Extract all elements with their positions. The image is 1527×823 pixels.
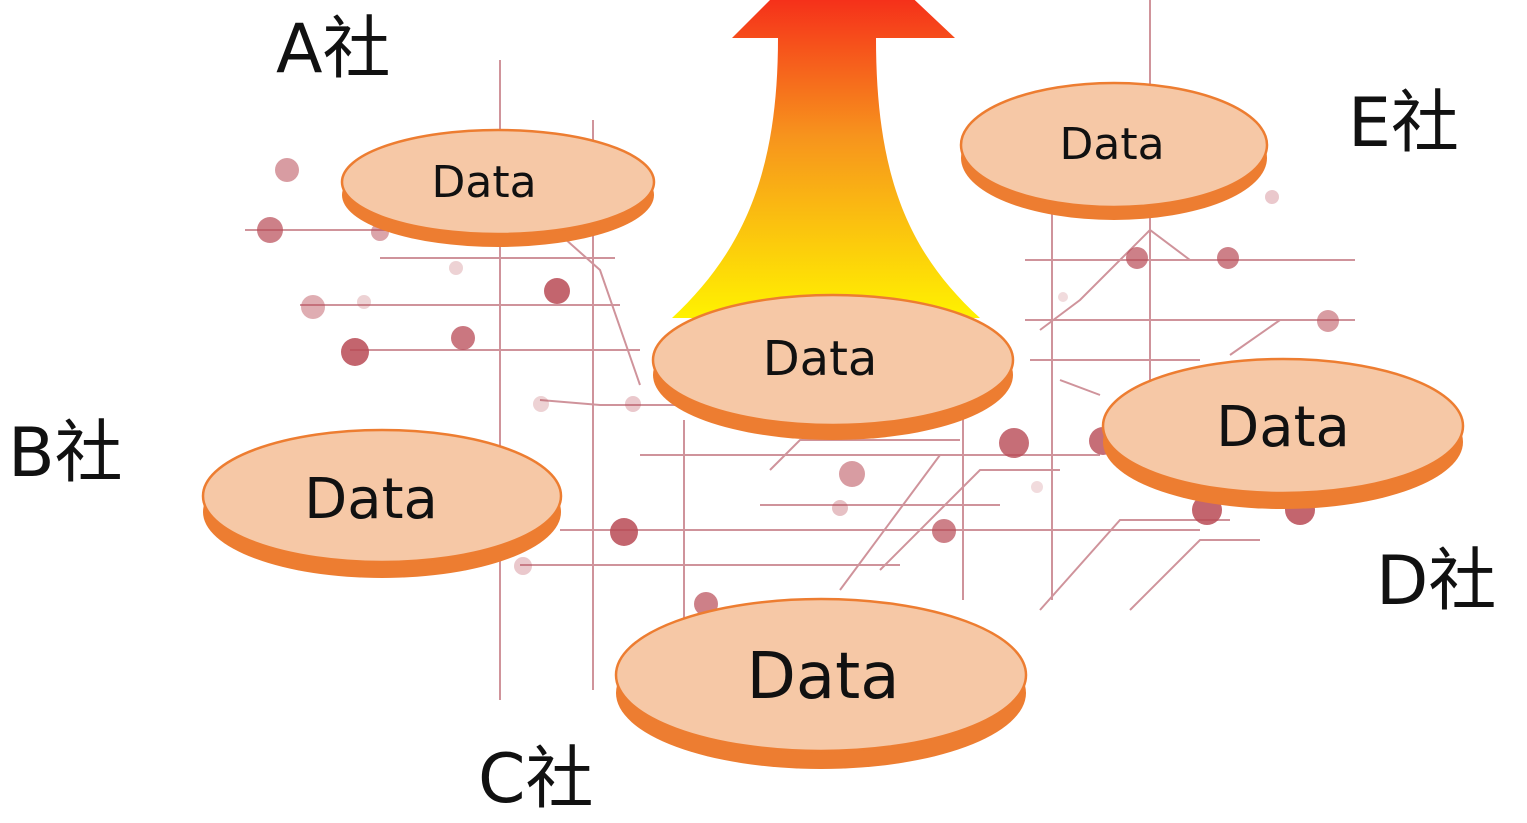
upward-arrow <box>672 0 980 318</box>
company-label-d: D社 <box>1376 542 1497 621</box>
data-disk-c-label: Data <box>747 640 900 714</box>
data-disk-e-label: Data <box>1059 119 1164 170</box>
data-disk-d-label: Data <box>1216 395 1350 460</box>
data-disk-e: Data <box>959 81 1269 220</box>
data-disk-center-label: Data <box>763 331 878 387</box>
company-label-a: A社 <box>276 10 391 89</box>
company-label-c: C社 <box>478 740 594 819</box>
data-disk-b-label: Data <box>304 467 438 532</box>
data-disk-d: Data <box>1101 357 1465 509</box>
data-disk-a-label: Data <box>431 157 536 208</box>
data-disk-center: Data <box>651 293 1015 440</box>
data-disk-c: Data <box>614 597 1028 769</box>
company-label-e: E社 <box>1348 84 1459 163</box>
data-disk-b: Data <box>201 428 563 578</box>
circuit-background <box>245 0 1355 700</box>
company-label-b: B社 <box>8 414 123 493</box>
data-disk-a: Data <box>340 128 656 247</box>
